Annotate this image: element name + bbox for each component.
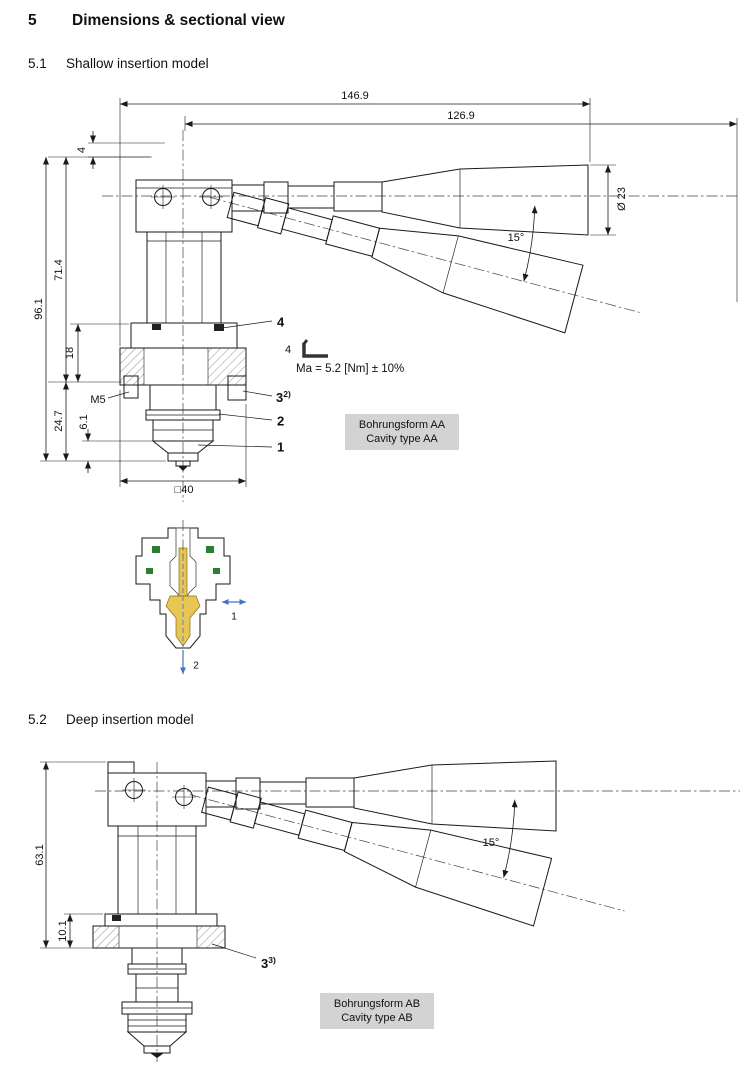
dim-insert-depth: 24.7: [53, 410, 65, 432]
section-title: Dimensions & sectional view: [72, 12, 285, 29]
deep-model-drawing: [40, 760, 740, 1062]
shallow-model-drawing: [40, 98, 740, 502]
dim-deep-lever-angle: 15°: [482, 837, 500, 849]
cavity-ab-line1: Bohrungsform AB: [333, 997, 421, 1010]
cavity-ab-line2: Cavity type AB: [341, 1012, 413, 1024]
cavity-aa-line1: Bohrungsform AA: [358, 418, 446, 431]
hex-key-icon: [301, 339, 328, 358]
dim-top-step: 4: [76, 146, 88, 154]
lever-rotated-position: [226, 191, 584, 334]
flow-label-2: 2: [193, 660, 199, 672]
subsection-1-number: 5.1: [28, 56, 47, 71]
dim-thread: M5: [90, 394, 106, 406]
dim-flange-square: □40: [174, 484, 194, 496]
callout-4: 4: [277, 314, 285, 330]
subsection-1-title: Shallow insertion model: [66, 56, 209, 71]
dim-lever-length: 126.9: [447, 110, 475, 122]
subsection-2-number: 5.2: [28, 712, 47, 727]
seal-item-4: [214, 324, 224, 331]
seal-green: [206, 546, 214, 553]
flow-label-1: 1: [231, 611, 237, 623]
cavity-aa-line2: Cavity type AA: [366, 433, 438, 445]
dim-collar-height: 18: [64, 346, 76, 360]
cavity-type-box-aa: Bohrungsform AA Cavity type AA: [345, 414, 459, 450]
callout-2: 2: [277, 413, 285, 429]
cavity-type-box-ab: Bohrungsform AB Cavity type AB: [320, 993, 434, 1029]
dim-total-length: 146.9: [341, 90, 369, 102]
seal-item-3: [112, 915, 121, 921]
seal-left: [152, 324, 161, 330]
callout-1: 1: [277, 439, 285, 455]
wrench-size: 4: [285, 344, 292, 356]
seal-green: [152, 546, 160, 553]
dim-deep-total-height: 63.1: [34, 844, 46, 866]
seal-green: [146, 568, 153, 574]
seal-green: [213, 568, 220, 574]
subsection-2-title: Deep insertion model: [66, 712, 194, 727]
callout-3-deep: 33): [261, 954, 276, 972]
sectional-view: [135, 520, 246, 674]
torque-note: Ma = 5.2 [Nm] ± 10%: [296, 363, 405, 375]
dim-tip-height: 6.1: [78, 414, 90, 430]
dim-deep-collar-height: 10.1: [57, 920, 69, 942]
section-number: 5: [28, 12, 37, 29]
dim-handle-diameter: Ø 23: [616, 187, 628, 211]
lever-horizontal-position: [205, 760, 557, 832]
dim-lever-angle: 15°: [507, 232, 525, 244]
dim-total-height: 96.1: [33, 298, 45, 320]
callout-3: 32): [276, 388, 291, 406]
dim-body-height: 71.4: [53, 259, 65, 281]
lever-horizontal-position: [231, 164, 589, 236]
